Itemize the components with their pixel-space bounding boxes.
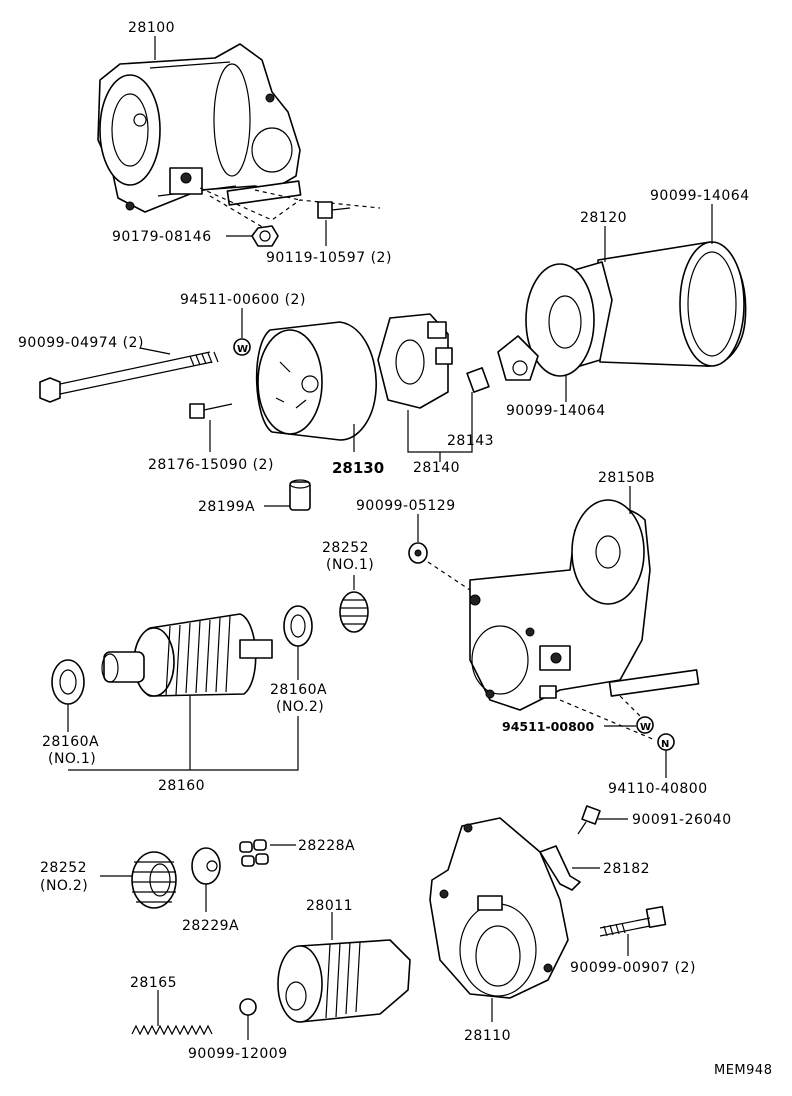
spring-drawing bbox=[131, 1024, 213, 1036]
nut-terminal-drawing bbox=[251, 225, 279, 247]
nut-n-icon: N bbox=[657, 733, 675, 751]
label-bracket: 28182 bbox=[603, 861, 650, 877]
armature-drawing bbox=[101, 613, 273, 697]
label-clutch: 28011 bbox=[306, 898, 353, 914]
label-o-ring-bottom: 90099-14064 bbox=[506, 403, 606, 419]
through-bolt-drawing bbox=[39, 351, 219, 403]
gear-no2-drawing bbox=[131, 851, 177, 909]
brush-holder-drawing bbox=[377, 313, 490, 409]
label-gear-no1: 28252 bbox=[322, 540, 369, 556]
washer-05129-drawing bbox=[408, 542, 428, 564]
washer-w-icon: W bbox=[233, 338, 251, 356]
retainer-drawing bbox=[191, 847, 221, 885]
label-gear-no2-sub: (NO.2) bbox=[40, 878, 88, 894]
label-nut-terminal: 90179-08146 bbox=[112, 229, 212, 245]
label-bearing-no2-sub: (NO.2) bbox=[276, 699, 324, 715]
label-bearing-no2: 28160A bbox=[270, 682, 327, 698]
label-washer-00800: 94511-00800 bbox=[502, 719, 594, 734]
label-washer-05129: 90099-05129 bbox=[356, 498, 456, 514]
label-end-frame: 28130 bbox=[332, 459, 384, 477]
label-starter-assy: 28100 bbox=[128, 20, 175, 36]
washer-w-letter: W bbox=[237, 344, 248, 355]
starter-assembly-drawing bbox=[97, 43, 381, 229]
washer-00800-icon: W bbox=[636, 716, 654, 734]
end-frame-screw-drawing bbox=[189, 403, 233, 419]
diagram-code: MEM948 bbox=[714, 1063, 772, 1078]
washer-00800-letter: W bbox=[640, 722, 651, 733]
label-gear-no1-sub: (NO.1) bbox=[326, 557, 374, 573]
label-brush: 28143 bbox=[447, 433, 494, 449]
screw-26040-drawing bbox=[577, 805, 601, 835]
plug-drawing bbox=[289, 479, 311, 511]
label-bearing-no1-sub: (NO.1) bbox=[48, 751, 96, 767]
ball-drawing bbox=[239, 998, 257, 1016]
bracket-drawing bbox=[539, 845, 581, 891]
housing-drawing bbox=[427, 499, 700, 741]
label-through-bolt: 90099-04974 (2) bbox=[18, 335, 144, 351]
label-gear-no2: 28252 bbox=[40, 860, 87, 876]
label-bolt-through: 90119-10597 (2) bbox=[266, 250, 392, 266]
roller-drawing bbox=[239, 839, 269, 867]
yoke-assembly-drawing bbox=[497, 241, 747, 381]
label-retainer: 28229A bbox=[182, 918, 239, 934]
bolt-through-drawing bbox=[317, 201, 351, 219]
starter-housing-drawing bbox=[429, 817, 569, 999]
gear-no1-drawing bbox=[339, 591, 369, 633]
label-washer-w: 94511-00600 (2) bbox=[180, 292, 306, 308]
label-bolt-00907: 90099-00907 (2) bbox=[570, 960, 696, 976]
label-nut-40800: 94110-40800 bbox=[608, 781, 708, 797]
label-plug: 28199A bbox=[198, 499, 255, 515]
label-brush-holder: 28140 bbox=[413, 460, 460, 476]
clutch-drawing bbox=[277, 939, 411, 1023]
label-yoke-assy: 28120 bbox=[580, 210, 627, 226]
label-ball: 90099-12009 bbox=[188, 1046, 288, 1062]
bearing-no1-drawing bbox=[51, 659, 85, 705]
end-frame-drawing bbox=[255, 321, 377, 441]
label-bearing-no1: 28160A bbox=[42, 734, 99, 750]
label-roller: 28228A bbox=[298, 838, 355, 854]
nut-n-letter: N bbox=[661, 739, 669, 750]
leader-line bbox=[139, 347, 171, 355]
label-starter-housing: 28110 bbox=[464, 1028, 511, 1044]
bolt-00907-drawing bbox=[599, 905, 667, 937]
label-o-ring-top: 90099-14064 bbox=[650, 188, 750, 204]
label-housing: 28150B bbox=[598, 470, 655, 486]
label-spring: 28165 bbox=[130, 975, 177, 991]
bearing-no2-drawing bbox=[283, 605, 313, 647]
label-screw-26040: 90091-26040 bbox=[632, 812, 732, 828]
label-armature: 28160 bbox=[158, 778, 205, 794]
label-end-frame-screw: 28176-15090 (2) bbox=[148, 457, 274, 473]
